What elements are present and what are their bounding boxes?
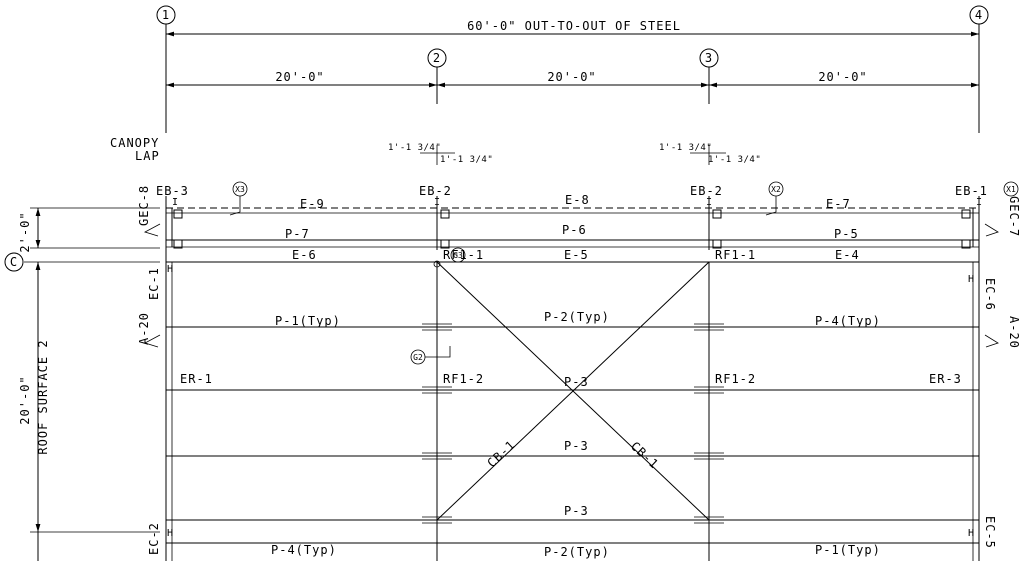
bay-dimension-3: 20'-0" xyxy=(818,70,867,84)
svg-text:I: I xyxy=(434,197,441,208)
canopy-height-dimension: 2'-0" xyxy=(18,211,32,252)
member-label: EB-2 xyxy=(419,184,452,198)
member-label: E-7 xyxy=(826,197,851,211)
member-label: EC-2 xyxy=(147,522,161,555)
member-label: RF1-1 xyxy=(443,248,484,262)
member-label: E-5 xyxy=(564,248,589,262)
member-label: GEC-8 xyxy=(137,185,151,226)
member-label: P-3 xyxy=(564,375,589,389)
svg-text:H: H xyxy=(167,528,174,539)
member-label: ER-1 xyxy=(180,372,213,386)
lap-note: LAP xyxy=(135,149,160,163)
callout-g3: G3 xyxy=(450,247,466,263)
member-label: E-8 xyxy=(565,193,590,207)
member-label: P-1(Typ) xyxy=(815,543,881,557)
member-label: P-5 xyxy=(834,227,859,241)
grid-bubble-2: 2 xyxy=(427,48,447,68)
grid-label: 3 xyxy=(705,51,713,65)
member-label: RF1-2 xyxy=(443,372,484,386)
member-label: RF1-2 xyxy=(715,372,756,386)
grid-label: 4 xyxy=(975,8,983,22)
member-label: A-20 xyxy=(137,312,151,345)
member-label: P-4(Typ) xyxy=(815,314,881,328)
member-label: P-3 xyxy=(564,504,589,518)
member-label: E-6 xyxy=(292,248,317,262)
svg-text:I: I xyxy=(172,197,179,208)
member-label: EC-6 xyxy=(983,278,997,311)
member-label: EB-2 xyxy=(690,184,723,198)
member-label: EC-5 xyxy=(983,516,997,549)
svg-text:I: I xyxy=(976,197,983,208)
member-label: A-20 xyxy=(1007,316,1021,349)
grid-bubble-c: C xyxy=(4,252,24,272)
grid-label: 2 xyxy=(433,51,441,65)
grid-label: 1 xyxy=(162,8,170,22)
grid-bubble-4: 4 xyxy=(969,5,989,25)
svg-text:X2: X2 xyxy=(771,185,781,194)
svg-text:X3: X3 xyxy=(235,185,245,194)
bay-dimension-1: 20'-0" xyxy=(275,70,324,84)
roof-surface-label: ROOF SURFACE 2 xyxy=(36,339,50,454)
lap-dimension: 1'-1 3/4" xyxy=(708,155,761,165)
member-label: P-7 xyxy=(285,227,310,241)
member-label: P-2(Typ) xyxy=(544,310,610,324)
member-label: E-4 xyxy=(835,248,860,262)
member-label: P-4(Typ) xyxy=(271,543,337,557)
canopy-note: CANOPY xyxy=(110,136,159,150)
grid-bubble-3: 3 xyxy=(699,48,719,68)
lap-dimension: 1'-1 3/4" xyxy=(388,143,441,153)
member-label: EB-3 xyxy=(156,184,189,198)
member-label: P-3 xyxy=(564,439,589,453)
member-label: CB-1 xyxy=(628,439,662,472)
svg-text:I: I xyxy=(706,197,713,208)
svg-text:H: H xyxy=(968,274,975,285)
member-label: CB-1 xyxy=(484,438,518,471)
member-label: E-9 xyxy=(300,197,325,211)
lap-dimension: 1'-1 3/4" xyxy=(659,143,712,153)
lap-dimension: 1'-1 3/4" xyxy=(440,155,493,165)
member-label: RF1-1 xyxy=(715,248,756,262)
svg-text:G3: G3 xyxy=(453,251,463,260)
member-label: P-2(Typ) xyxy=(544,545,610,559)
member-label: P-1(Typ) xyxy=(275,314,341,328)
overall-dimension: 60'-0" OUT-TO-OUT OF STEEL xyxy=(467,19,681,33)
grid-bubble-1: 1 xyxy=(156,5,176,25)
svg-text:X1: X1 xyxy=(1006,185,1016,194)
svg-text:H: H xyxy=(968,528,975,539)
svg-text:H: H xyxy=(167,264,174,275)
member-label: ER-3 xyxy=(929,372,962,386)
callout-x3: X3 xyxy=(229,181,248,216)
callout-x1: X1 xyxy=(1003,181,1019,197)
callout-g2: G2 xyxy=(410,346,451,365)
grid-label: C xyxy=(10,255,18,269)
member-label: GEC-7 xyxy=(1007,196,1021,237)
member-label: P-6 xyxy=(562,223,587,237)
member-label: EC-1 xyxy=(147,267,161,300)
roof-height-dimension: 20'-0" xyxy=(18,375,32,424)
bay-dimension-2: 20'-0" xyxy=(547,70,596,84)
svg-text:G2: G2 xyxy=(413,353,423,362)
member-label: EB-1 xyxy=(955,184,988,198)
callout-x2: X2 xyxy=(765,181,784,216)
